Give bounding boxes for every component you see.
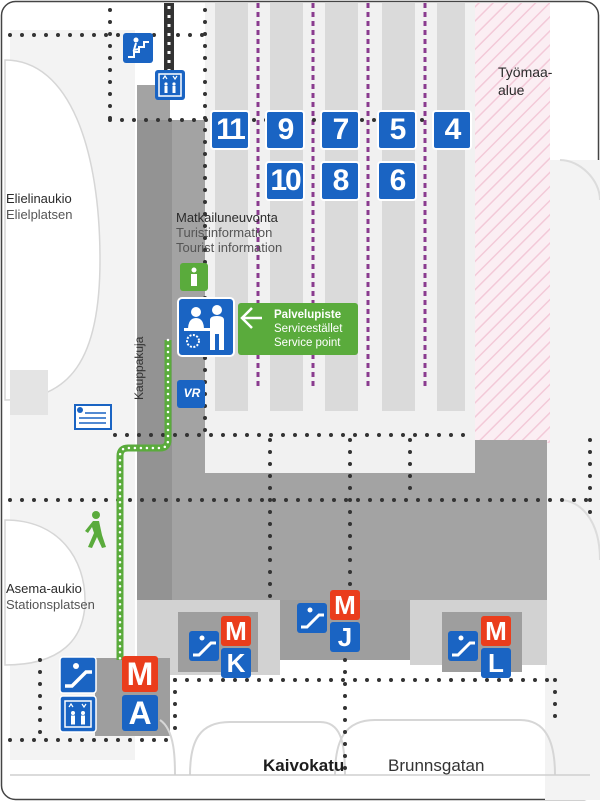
- worksite-label-line2: alue: [498, 82, 525, 98]
- street-name-sv: Brunnsgatan: [388, 756, 485, 775]
- small-building: [10, 370, 48, 415]
- escalator-icon-k: [189, 631, 219, 661]
- metro-badge-l: M: [481, 616, 511, 646]
- exit-badge-a: A: [122, 695, 158, 731]
- platform-10: 10: [265, 161, 305, 201]
- asema-aukio-sv: Stationsplatsen: [6, 597, 95, 612]
- kauppakuja-label: Kauppakuja: [132, 336, 146, 400]
- worksite-label: Työmaa- alue: [498, 63, 552, 99]
- tourist-info-fi: Matkailuneuvonta: [176, 210, 278, 225]
- tracks: [256, 3, 427, 390]
- worksite-area: [475, 3, 550, 443]
- platform-4: 4: [432, 110, 472, 150]
- escalator-icon-a: [59, 656, 97, 694]
- platform-11: 11: [210, 110, 250, 150]
- escalator-icon-j: [297, 603, 327, 633]
- elevator-icon-top: [155, 70, 185, 100]
- stairs-person-icon: [123, 33, 153, 63]
- vr-logo-icon: [177, 380, 205, 408]
- escalator-icon-l: [448, 631, 478, 661]
- service-point-icon: [177, 297, 235, 357]
- exit-badge-l: L: [481, 648, 511, 678]
- station-building: [137, 85, 547, 660]
- platform-5: 5: [377, 110, 417, 150]
- tourist-info-sv: Turistinformation: [176, 225, 273, 240]
- asema-aukio-fi: Asema-aukio: [6, 581, 82, 596]
- exit-badge-j: J: [330, 622, 360, 652]
- platform-9: 9: [265, 110, 305, 150]
- platform-7: 7: [320, 110, 360, 150]
- arrow-left-icon: [240, 307, 262, 329]
- worksite-label-line1: Työmaa-: [498, 64, 553, 80]
- metro-badge-j: M: [330, 590, 360, 620]
- metro-badge-k: M: [221, 616, 251, 646]
- elielinaukio-plaza: [4, 59, 101, 401]
- service-point-sv: Servicestället: [274, 323, 343, 335]
- platform-6: 6: [377, 161, 417, 201]
- service-point-sign: Palvelupiste Servicestället Service poin…: [238, 303, 358, 355]
- walkways: [8, 8, 592, 777]
- elevator-icon-a: [59, 695, 97, 733]
- street-name-fi: Kaivokatu: [263, 756, 345, 775]
- service-point-fi: Palvelupiste: [274, 309, 342, 321]
- timetable-board-icon: [74, 404, 112, 430]
- platform-8: 8: [320, 161, 360, 201]
- vr-label: VR: [183, 386, 201, 400]
- service-point-en: Service point: [274, 337, 341, 349]
- walking-person-icon: [85, 511, 106, 548]
- elielinaukio-fi: Elielinaukio: [6, 191, 72, 206]
- info-icon: [180, 263, 208, 291]
- metro-badge-a: M: [122, 656, 158, 692]
- tourist-info-en: Tourist information: [176, 240, 283, 255]
- elielinaukio-sv: Elielplatsen: [6, 207, 73, 222]
- exit-badge-k: K: [221, 648, 251, 678]
